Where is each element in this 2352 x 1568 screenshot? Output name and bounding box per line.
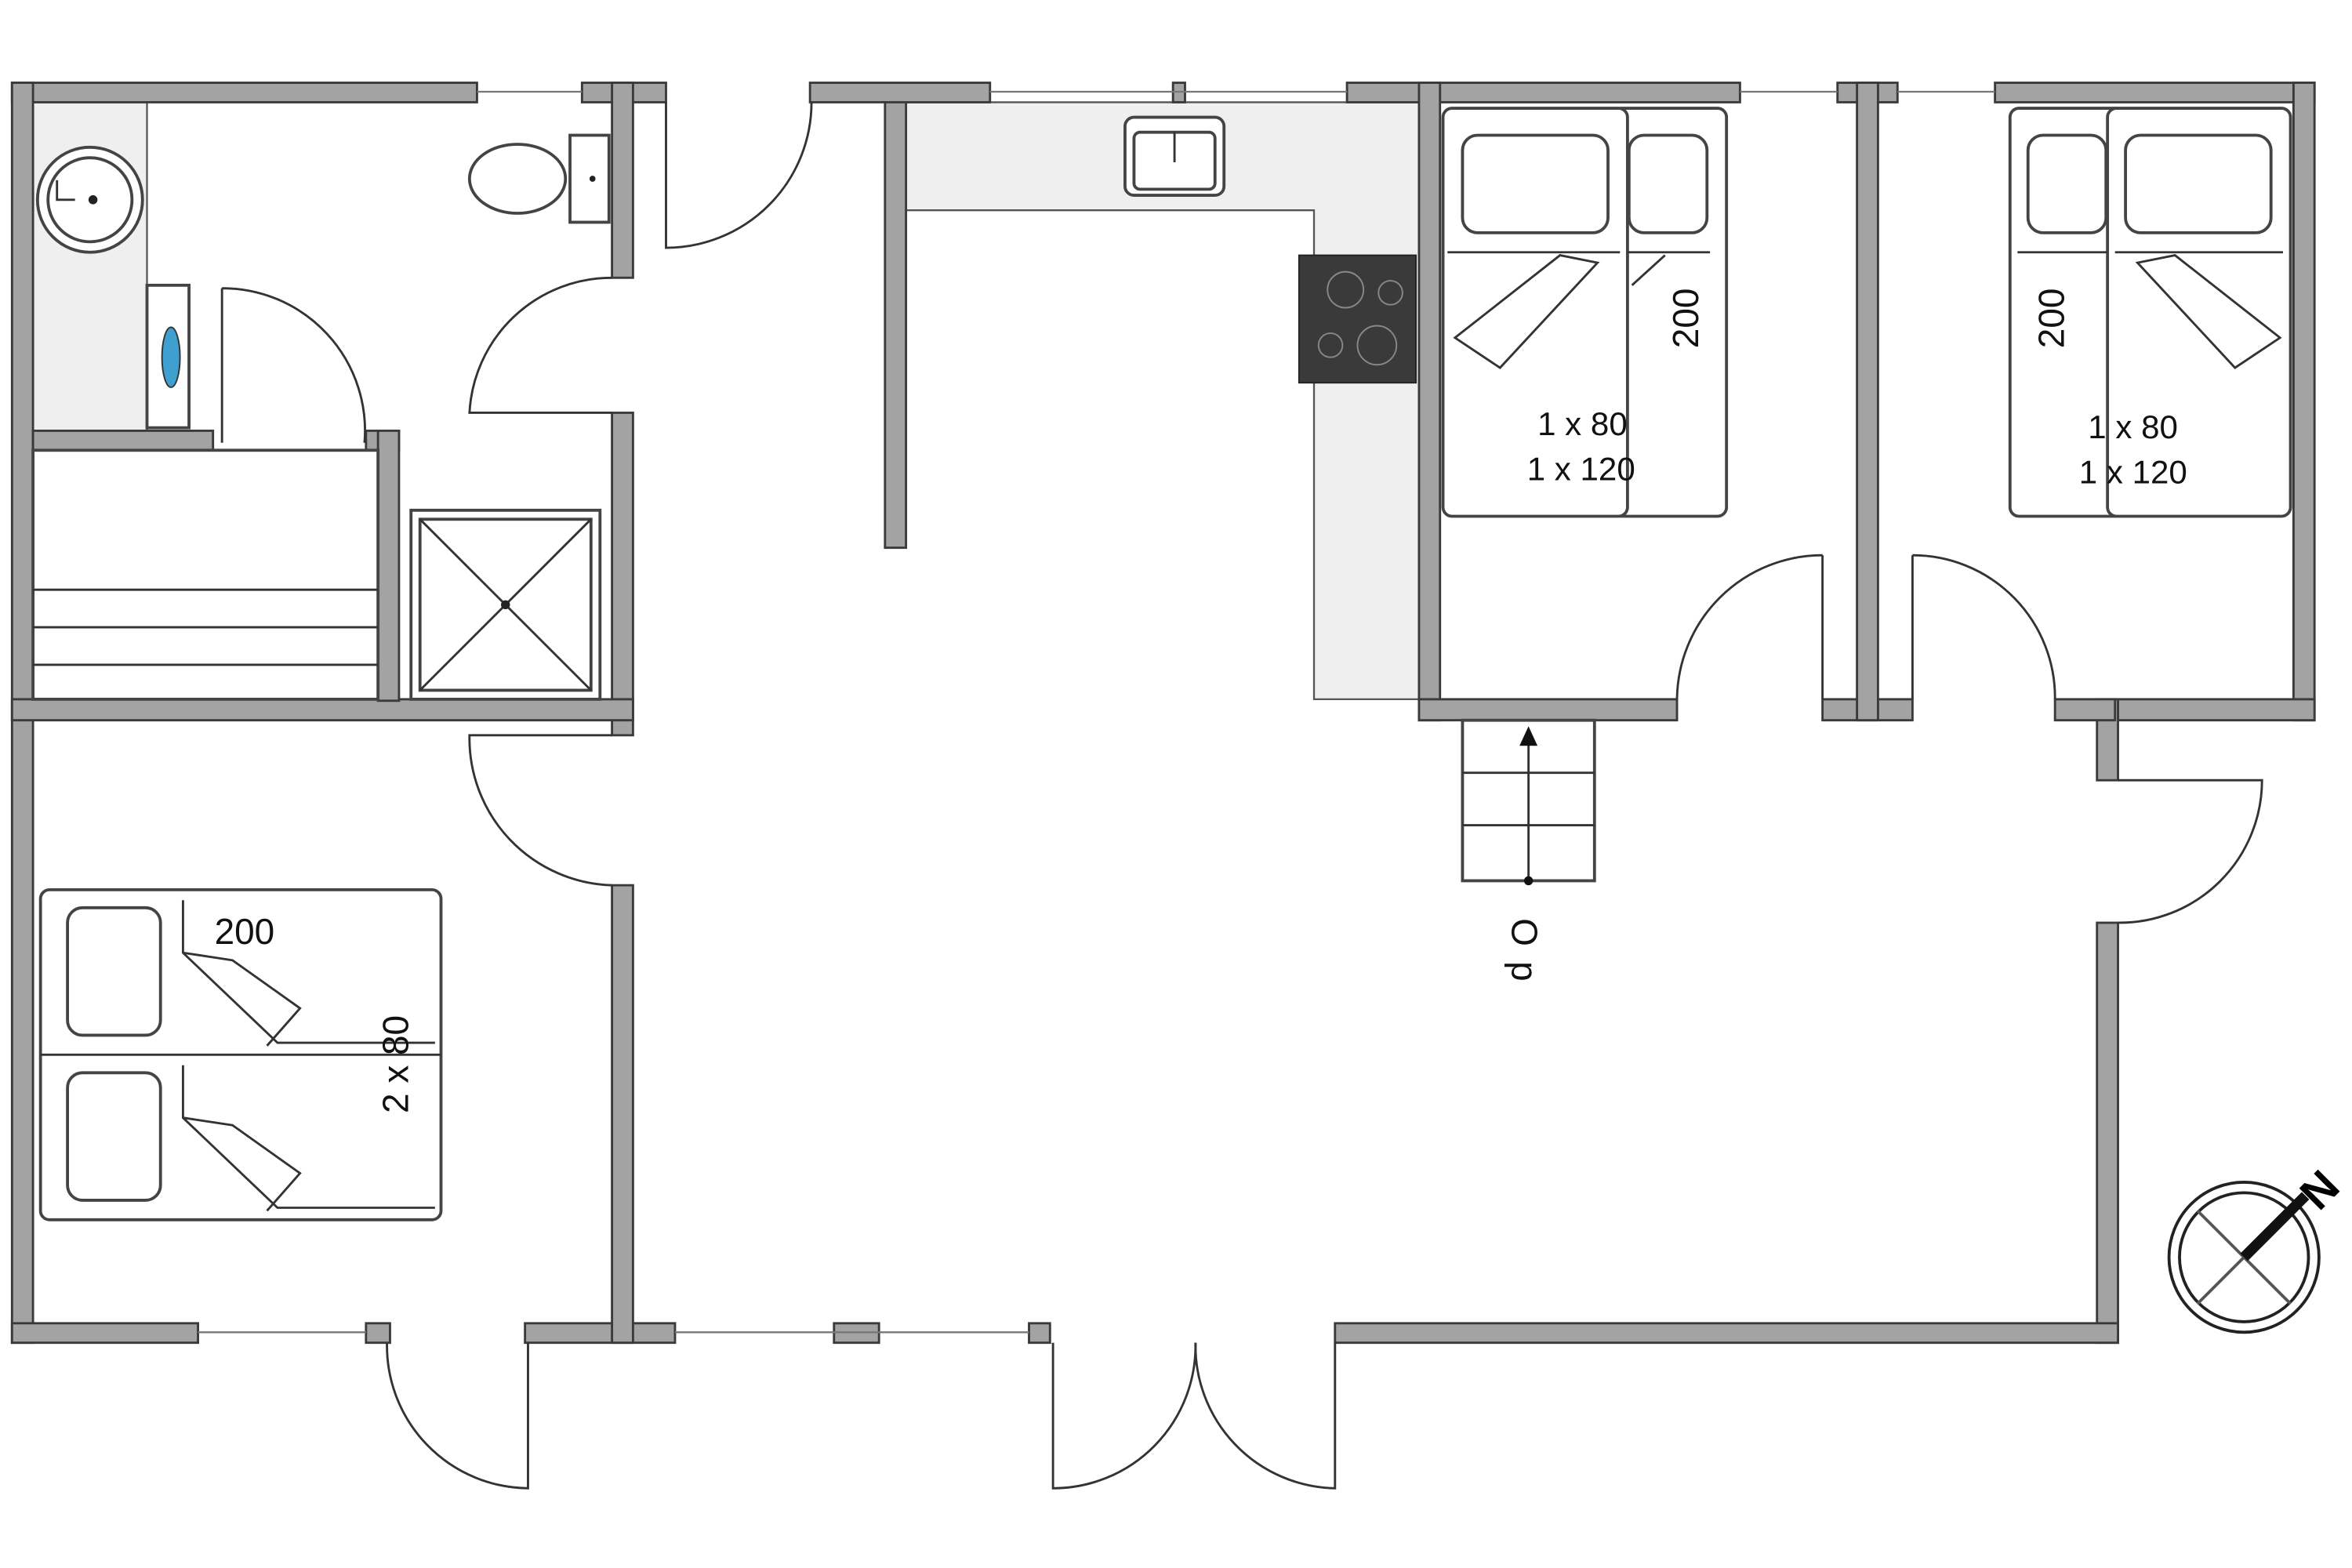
north-compass-icon: N: [2167, 1161, 2350, 1334]
bed-size-label: 2 x 80: [375, 1015, 416, 1113]
bed-bedroom-1: 200 1 x 80 1 x 120: [1441, 107, 1729, 518]
sauna-benches: [31, 448, 380, 701]
doors: [220, 102, 2263, 1490]
bed-size-b-label: 1 x 120: [1527, 451, 1635, 488]
bed-size-b-label: 1 x 120: [2079, 453, 2187, 490]
stairs: Op: [1461, 718, 1596, 996]
bed-size-a-label: 1 x 80: [1537, 405, 1628, 442]
washing-machine-icon: [145, 283, 191, 430]
stairs-up-label: Op: [1504, 918, 1545, 996]
walls: [10, 82, 2316, 1345]
shower-icon: [409, 508, 602, 701]
compass-north-label: N: [2291, 1161, 2350, 1220]
bed-length-label: 200: [215, 911, 275, 952]
stove-icon: [1298, 254, 1417, 384]
washbasin-icon: [35, 145, 144, 254]
bed-length-label: 200: [1665, 289, 1706, 349]
toilet-icon: [467, 133, 611, 224]
bed-bedroom-2: 200 1 x 80 1 x 120: [2008, 107, 2292, 518]
bed-size-a-label: 1 x 80: [2088, 408, 2178, 445]
bed-twin-left: 200 2 x 80: [38, 887, 443, 1221]
kitchen-sink-icon: [1123, 115, 1226, 197]
windows: [198, 90, 1995, 1334]
bed-length-label: 200: [2031, 289, 2072, 349]
